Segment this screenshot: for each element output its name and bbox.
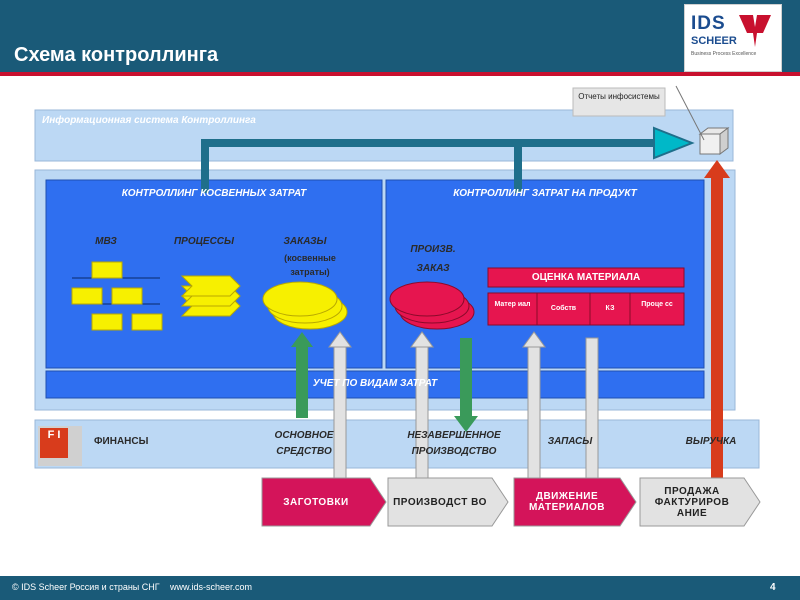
product-costs-title: КОНТРОЛЛИНГ ЗАТРАТ НА ПРОДУКТ: [453, 188, 637, 199]
fi-badge: [40, 428, 68, 458]
green-down-arrow: [454, 338, 478, 432]
cube-side: [719, 127, 729, 155]
step-prodazha: [639, 477, 761, 527]
header-divider: [0, 72, 800, 76]
mvz-node-top: [91, 261, 123, 279]
step-dvizhenie-label: ДВИЖЕНИЕ МАТЕРИАЛОВ: [528, 491, 606, 513]
reports-callout-label: Отчеты инфосистемы: [578, 92, 660, 101]
cell-kz-label: КЗ: [605, 305, 615, 312]
cell-material: [487, 292, 538, 326]
teal-flow-line: [201, 139, 658, 193]
production-order-label-1: ПРОИЗВ.: [410, 244, 456, 255]
orders-sub-label: (косвенные затраты): [284, 253, 336, 277]
step-zagotovki-label: ЗАГОТОВКИ: [283, 496, 349, 508]
callout-line: [675, 85, 705, 141]
logo-text-scheer: SCHEER: [691, 35, 737, 47]
mvz-label: МВЗ: [95, 236, 117, 247]
logo-tagline: Business Process Excellence: [691, 51, 757, 57]
wip-label-1: НЕЗАВЕРШЕННОЕ: [407, 430, 501, 441]
finance-strip: [34, 419, 760, 469]
header-bar: [0, 0, 800, 72]
cell-own: [536, 292, 591, 326]
revenue-arrow-shaft: [711, 178, 723, 481]
step-proizvodstvo-label: ПРОИЗВОДСТ ВО: [393, 496, 487, 508]
gray-up-arrow-2: [410, 331, 434, 482]
wip-label-2: ПРОИЗВОДСТВО: [411, 446, 497, 457]
indirect-costs-title: КОНТРОЛЛИНГ КОСВЕННЫХ ЗАТРАТ: [121, 188, 307, 199]
mvz-node-3: [91, 313, 123, 331]
footer-copyright: © IDS Scheer Россия и страны СНГ: [12, 582, 160, 592]
finance-label: ФИНАНСЫ: [94, 436, 149, 447]
page-title: Схема контроллинга: [14, 44, 219, 66]
material-valuation-label: ОЦЕНКА МАТЕРИАЛА: [531, 272, 641, 283]
production-order-ellipses: [389, 281, 475, 330]
reports-callout-box: [572, 87, 666, 117]
processes-stack: [180, 275, 241, 317]
step-prodazha-label: ПРОДАЖА ФАКТУРИРОВ АНИЕ: [654, 485, 730, 519]
cell-material-label: Матер иал: [494, 301, 531, 308]
cost-types-label: УЧЕТ ПО ВИДАМ ЗАТРАТ: [312, 378, 438, 389]
teal-arrowhead: [653, 126, 695, 160]
revenue-arrowhead: [704, 160, 730, 178]
inventory-label: ЗАПАСЫ: [547, 436, 593, 447]
fixed-assets-label-1: ОСНОВНОЕ: [274, 430, 334, 441]
fixed-assets-label-2: СРЕДСТВО: [276, 446, 332, 457]
green-up-arrow: [291, 332, 313, 418]
info-system-panel: [34, 109, 734, 162]
info-system-label: Информационная система Контроллинга: [42, 115, 256, 126]
step-proizvodstvo: [387, 477, 509, 527]
cell-process-label: Проце сс: [641, 301, 673, 308]
processes-label: ПРОЦЕССЫ: [173, 236, 235, 247]
revenue-label: ВЫРУЧКА: [685, 436, 737, 447]
orders-ellipses: [262, 281, 348, 330]
cell-own-label: Собств: [550, 305, 577, 312]
cell-process: [629, 292, 685, 326]
company-logo: IDS SCHEER Business Process Excellence: [684, 4, 782, 72]
step-dvizhenie: [513, 477, 637, 527]
logo-text-ids: IDS: [691, 13, 726, 34]
production-order-label-2: ЗАКАЗ: [416, 263, 450, 274]
footer-url[interactable]: www.ids-scheer.com: [170, 582, 253, 592]
fi-badge-label: F I: [47, 429, 61, 441]
material-valuation-bar: [487, 267, 685, 288]
cell-kz: [589, 292, 631, 326]
step-zagotovki: [261, 477, 387, 527]
mvz-node-1: [71, 287, 103, 305]
gray-up-arrow-4: [585, 337, 599, 482]
mvz-node-4: [131, 313, 163, 331]
logo-mark-icon: [739, 15, 771, 47]
orders-label: ЗАКАЗЫ: [283, 236, 327, 247]
mvz-node-2: [111, 287, 143, 305]
page-number: 4: [770, 582, 776, 593]
footer-bar: © IDS Scheer Россия и страны СНГ www.ids…: [0, 576, 800, 600]
